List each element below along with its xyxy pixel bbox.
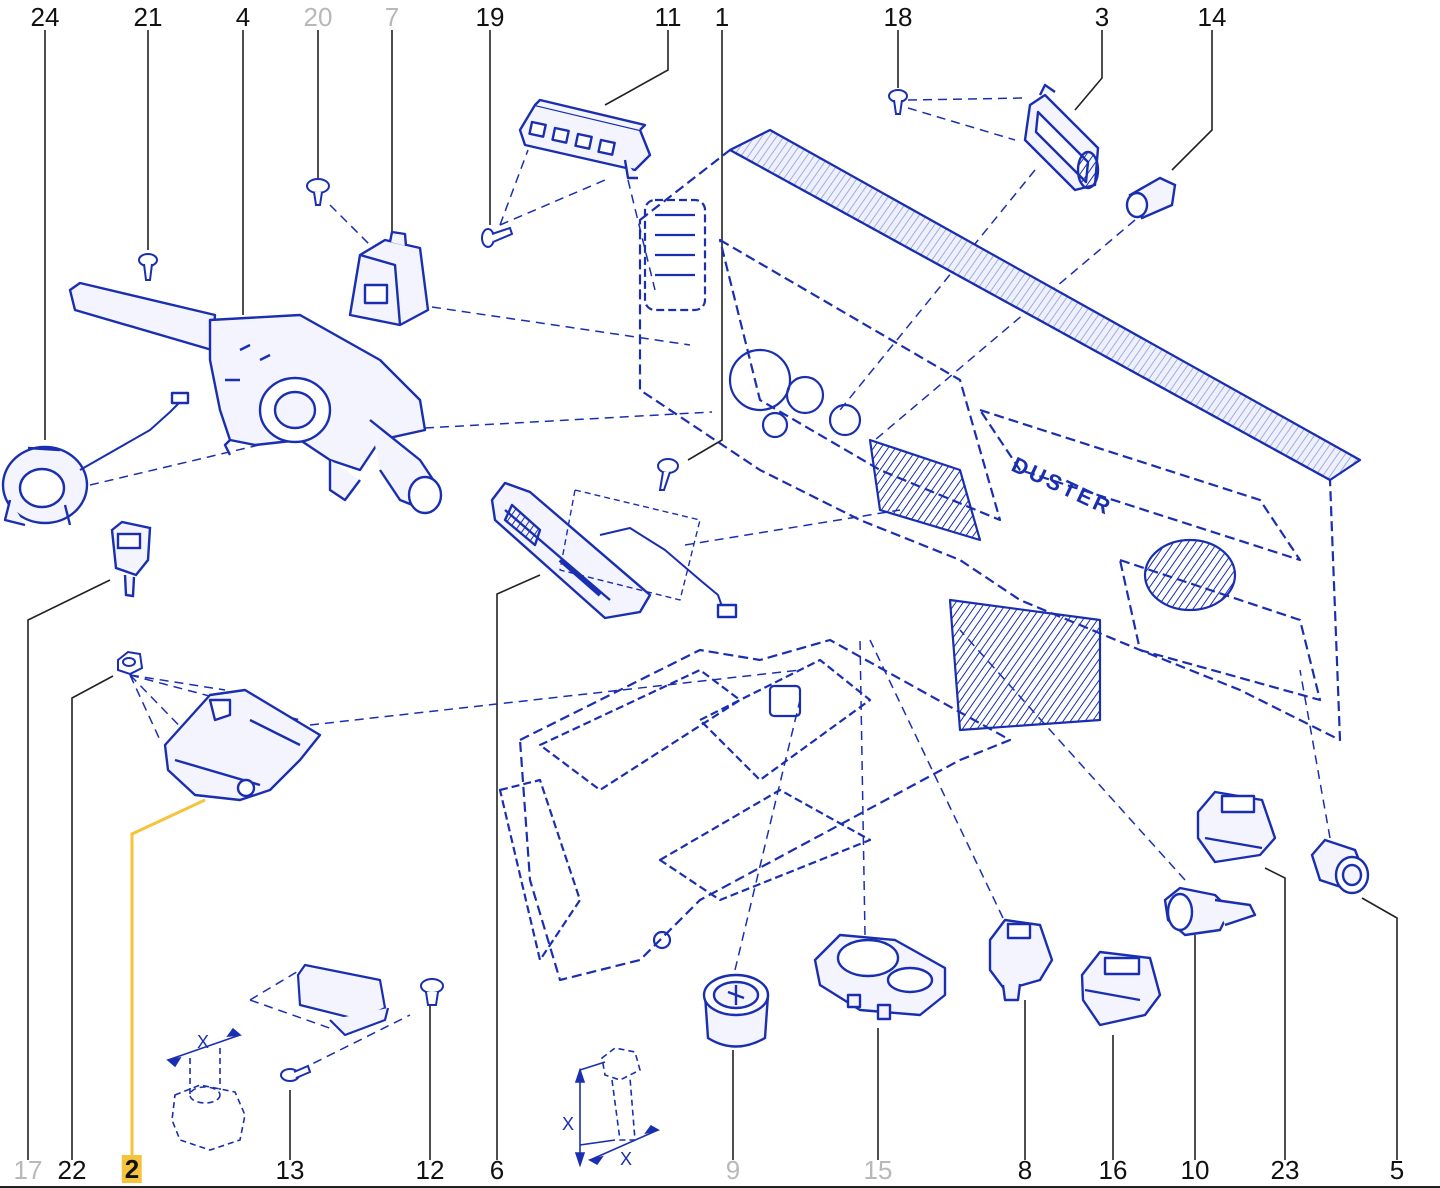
callout-14: 14 (1197, 2, 1227, 32)
part-7-switch-block (348, 230, 430, 327)
callout-10: 10 (1180, 1155, 1210, 1185)
part-24-clock-spring (1, 391, 190, 527)
part-5-socket-ring (1310, 838, 1370, 895)
callout-3: 3 (1094, 2, 1110, 32)
assembly-lines (89, 97, 1331, 1071)
callout-8: 8 (1017, 1155, 1033, 1185)
callout-20: 20 (303, 2, 333, 32)
part-20-screw (306, 178, 330, 206)
part-1-screw (657, 458, 679, 491)
dimension-detail-nut (166, 1027, 246, 1151)
part-12-clip (420, 978, 444, 1006)
part-2-mounting-bracket (163, 688, 322, 802)
highlight-leader-2 (130, 798, 206, 1158)
part-19-screw (481, 226, 514, 248)
callout-19: 19 (475, 2, 505, 32)
part-4-combination-switch (68, 281, 443, 515)
part-18-screw (888, 89, 908, 115)
callout-9: 9 (725, 1155, 741, 1185)
callout-7: 7 (384, 2, 400, 32)
callout-11: 11 (654, 2, 682, 32)
leader-lines (27, 30, 1398, 1160)
callout-4: 4 (235, 2, 251, 32)
part-10-socket (1163, 886, 1257, 937)
part-16-switch (1080, 950, 1162, 1027)
part-11-switch-panel (518, 98, 652, 180)
part-15-gear-bezel (813, 933, 947, 1021)
callout-16: 16 (1098, 1155, 1128, 1185)
part-9-rotary-knob (702, 973, 770, 1048)
callout-5: 5 (1389, 1155, 1405, 1185)
callout-23: 23 (1270, 1155, 1300, 1185)
part-6-instrument-panel-top (490, 481, 738, 620)
callout-18: 18 (883, 2, 913, 32)
dash-text: DUSTER (1008, 452, 1117, 520)
dimension-label-bolt-width: X (620, 1149, 632, 1169)
part-17-push-button (110, 520, 152, 598)
callout-22: 22 (57, 1155, 87, 1185)
part-3-display-unit (1023, 83, 1100, 192)
callout-2-highlighted: 2 (121, 1155, 143, 1183)
callout-6: 6 (489, 1155, 505, 1185)
part-23-switch (1196, 790, 1277, 864)
callout-24: 24 (30, 2, 60, 32)
part-21-screw (138, 253, 158, 281)
callout-17: 17 (13, 1155, 43, 1185)
part-8-switch (988, 918, 1054, 1002)
dimension-detail-bolt (574, 1047, 661, 1168)
callout-1: 1 (714, 2, 730, 32)
dimension-label-nut: X (197, 1032, 209, 1052)
callout-13: 13 (275, 1155, 305, 1185)
part-14-socket (1125, 176, 1177, 220)
callout-12: 12 (415, 1155, 445, 1185)
part-22-nut (117, 650, 144, 676)
callout-21: 21 (133, 2, 163, 32)
dimension-label-bolt-height: X (562, 1114, 574, 1134)
callout-15: 15 (863, 1155, 893, 1185)
part-13-screw (280, 1064, 312, 1082)
module-bracket (296, 963, 390, 1037)
bottom-border (0, 1186, 1440, 1188)
